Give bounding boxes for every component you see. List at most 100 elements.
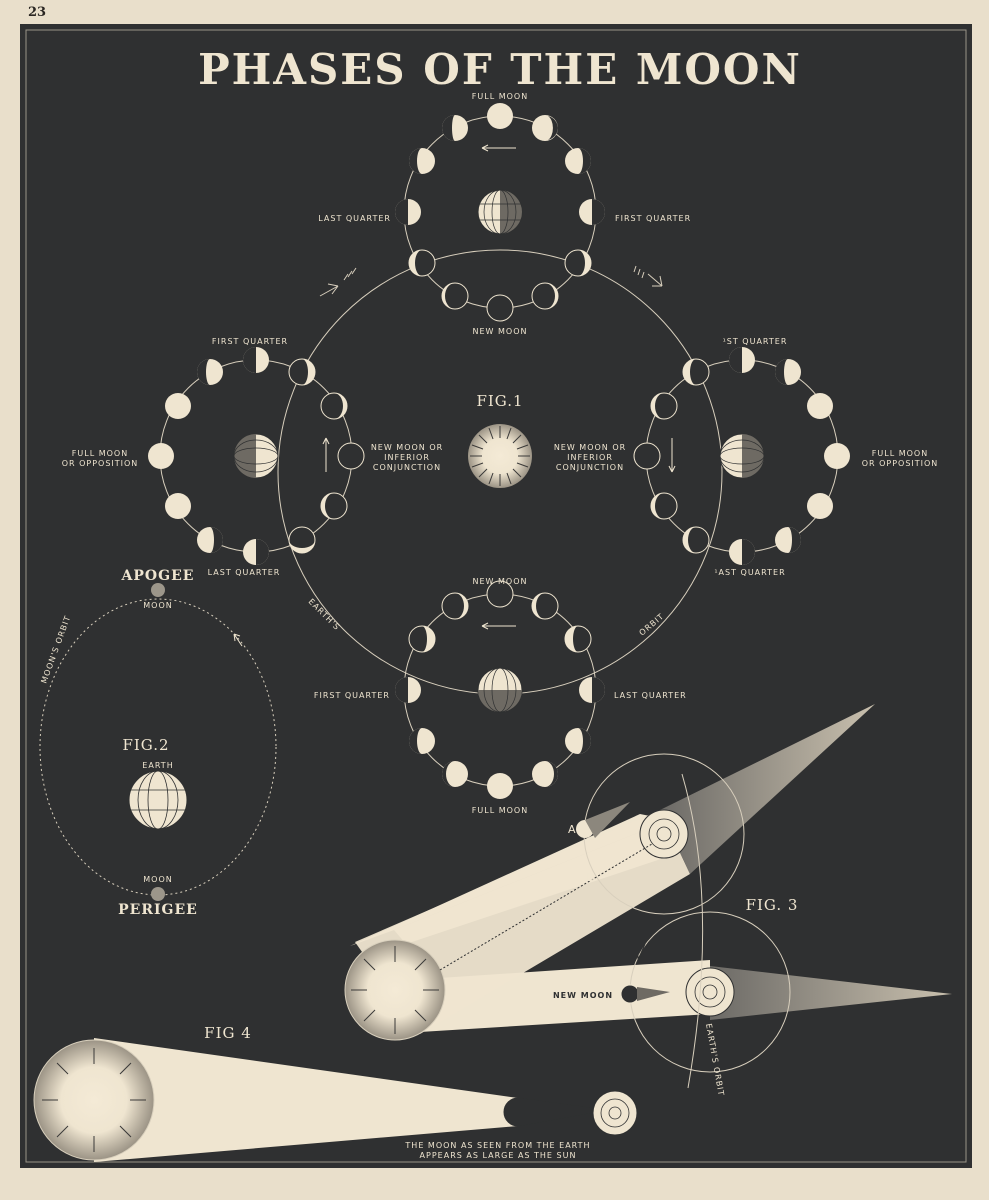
moon-bottom-full	[487, 773, 513, 799]
bottom-first-quarter-label: FIRST QUARTER	[314, 691, 390, 700]
bottom-moon-ring	[395, 580, 605, 799]
fig4-label: FIG 4	[204, 1024, 252, 1042]
right-full-moon-label-1: FULL MOON	[872, 449, 928, 458]
moon-bottom-f	[409, 728, 435, 754]
moon-right-first-quarter	[729, 347, 755, 373]
fig4-earth	[592, 1090, 638, 1136]
bottom-full-moon-label: FULL MOON	[472, 806, 528, 815]
fig3-point-a: A	[568, 823, 577, 836]
moon-left-c	[165, 493, 191, 519]
fig3-earth-upper	[639, 809, 689, 859]
moon-right-last-quarter	[729, 539, 755, 565]
plate-inner-border	[25, 29, 967, 1163]
left-last-quarter-label: LAST QUARTER	[208, 568, 281, 577]
fig2-moon-bottom-label: MOON	[143, 875, 172, 884]
fig4-moon	[503, 1097, 519, 1127]
moon-top-waxing-gibbous	[532, 115, 558, 141]
moon-right-new	[633, 442, 661, 470]
left-full-moon-label-1: FULL MOON	[72, 449, 128, 458]
fig2-apogee-label: APOGEE	[121, 568, 195, 584]
moon-left-a	[197, 359, 223, 385]
top-full-moon-label: FULL MOON	[472, 92, 528, 101]
orbit-arrow-right	[633, 265, 663, 287]
fig3-moon-new	[620, 984, 640, 1004]
fig3-diagram	[344, 704, 952, 1089]
fig3-earth-orbit	[681, 773, 704, 1089]
top-new-moon-label: NEW MOON	[473, 327, 528, 336]
left-new-moon-label-3: CONJUNCTION	[373, 463, 441, 472]
moon-left-f	[320, 492, 348, 520]
right-last-quarter-label: ¹AST QUARTER	[714, 568, 785, 577]
fig2-label: FIG.2	[122, 736, 169, 754]
moon-left-d	[197, 527, 223, 553]
fig3-earth-lower	[685, 967, 735, 1017]
moon-right-b	[807, 393, 833, 419]
moon-top-new	[486, 294, 514, 322]
moon-bottom-last-quarter	[579, 677, 605, 703]
fig1-label: FIG.1	[476, 392, 523, 410]
moon-orbit-ellipse	[39, 598, 277, 896]
fig2-diagram	[39, 583, 277, 901]
moon-left-e	[288, 526, 316, 554]
right-first-quarter-label: ¹ST QUARTER	[723, 337, 788, 346]
moon-bottom-a	[531, 592, 559, 620]
moon-top-gibbous-l1	[442, 115, 468, 141]
fig3-label: FIG. 3	[746, 896, 799, 914]
plate-title: PHASES OF THE MOON	[198, 45, 802, 94]
fig3-point-b: B	[586, 871, 595, 884]
bottom-ring-arrow	[481, 622, 516, 630]
moon-bottom-first-quarter	[395, 677, 421, 703]
moon-top-gibbous-2	[565, 148, 591, 174]
left-new-moon-label-1: NEW MOON OR	[371, 443, 443, 452]
fig2-earth-label: EARTH	[142, 761, 173, 770]
moon-top-crescent-l2	[441, 282, 469, 310]
moon-bottom-c	[565, 728, 591, 754]
moon-top-first-quarter	[579, 199, 605, 225]
moon-right-full	[824, 443, 850, 469]
moon-top-crescent-r2	[531, 282, 559, 310]
right-new-moon-label-2: INFERIOR	[567, 453, 613, 462]
moon-left-first-quarter	[243, 347, 269, 373]
moon-top-crescent-r1	[564, 249, 592, 277]
right-new-moon-label-3: CONJUNCTION	[556, 463, 624, 472]
fig4-beam	[94, 1038, 518, 1162]
orbit-arrow-left	[319, 267, 357, 297]
moon-right-h	[682, 358, 710, 386]
bottom-new-moon-label: NEW MOON	[473, 577, 528, 586]
fig3-shadow-lower	[710, 966, 952, 1020]
moon-left-h	[288, 358, 316, 386]
moon-top-last-quarter	[395, 199, 421, 225]
central-sun	[468, 424, 532, 488]
left-first-quarter-label: FIRST QUARTER	[212, 337, 288, 346]
top-first-quarter-label: FIRST QUARTER	[615, 214, 691, 223]
page-number: 23	[28, 5, 47, 20]
fig4-moon-shadow	[520, 1098, 608, 1126]
moon-right-a	[775, 359, 801, 385]
moon-bottom-new	[486, 580, 514, 608]
top-last-quarter-label: LAST QUARTER	[318, 214, 391, 223]
right-ring-arrow	[668, 438, 676, 473]
fig2-moon-top-label: MOON	[143, 601, 172, 610]
moon-left-full	[148, 443, 174, 469]
left-ring-arrow	[322, 437, 330, 472]
moon-perigee	[151, 887, 165, 901]
moon-top-gibbous-l2	[409, 148, 435, 174]
bottom-last-quarter-label: LAST QUARTER	[614, 691, 687, 700]
moon-right-e	[682, 526, 710, 554]
moon-left-last-quarter	[243, 539, 269, 565]
moon-right-g	[650, 392, 678, 420]
illustration-plate: PHASES OF THE MOON EARTH'S ORBIT FIG.1	[20, 24, 972, 1168]
moon-right-f	[650, 492, 678, 520]
moon-top-crescent-l1	[408, 249, 436, 277]
left-moon-ring	[148, 347, 365, 565]
fig3-new-moon-label: NEW MOON	[553, 991, 613, 1000]
fig2-perigee-label: PERIGEE	[118, 902, 198, 918]
moon-right-c	[807, 493, 833, 519]
moon-top-full	[487, 103, 513, 129]
moon-bottom-b	[564, 625, 592, 653]
top-moon-ring	[395, 103, 605, 322]
moon-bottom-e	[442, 761, 468, 787]
right-moon-ring	[633, 347, 850, 565]
moon-right-d	[775, 527, 801, 553]
right-new-moon-label-1: NEW MOON OR	[554, 443, 626, 452]
